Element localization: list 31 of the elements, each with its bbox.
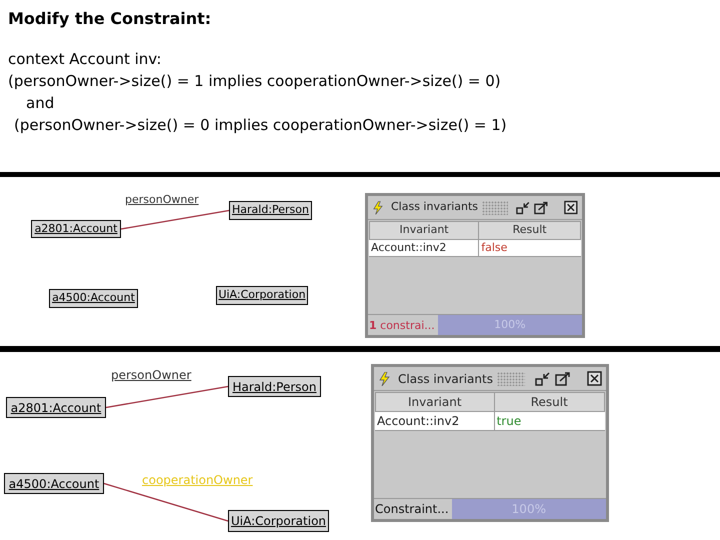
object-box: a4500:Account bbox=[4, 473, 104, 494]
object-box: UiA:Corporation bbox=[228, 510, 329, 532]
association-line bbox=[120, 210, 230, 230]
edge-label: personOwner bbox=[125, 194, 199, 205]
object-box: Harald:Person bbox=[228, 376, 321, 397]
slide-title: Modify the Constraint: bbox=[8, 8, 212, 30]
window-title: Class invariants bbox=[390, 199, 478, 216]
association-line bbox=[106, 386, 228, 408]
invariant-name: Account::inv2 bbox=[375, 412, 495, 430]
column-header: Invariant bbox=[370, 222, 480, 238]
result-value: true bbox=[496, 413, 522, 430]
invariant-name: Account::inv2 bbox=[369, 240, 480, 256]
object-box: a4500:Account bbox=[49, 289, 138, 308]
edge-label: personOwner bbox=[111, 369, 192, 381]
object-box: Harald:Person bbox=[229, 201, 312, 220]
edge-label: cooperationOwner bbox=[142, 474, 253, 486]
result-value: false bbox=[480, 240, 508, 256]
column-header: Result bbox=[530, 394, 569, 411]
status-text: Constraint... bbox=[374, 501, 450, 518]
column-header: Result bbox=[512, 222, 548, 238]
status-text: 1 constrai... bbox=[368, 318, 436, 334]
ocl-text: context Account inv: bbox=[8, 49, 162, 70]
object-box: a2801:Account bbox=[31, 220, 121, 238]
window-title: Class invariants bbox=[398, 370, 493, 388]
ocl-text: and bbox=[26, 93, 54, 114]
ocl-text: (personOwner->size() = 1 implies cooperationOwner->size() = 0) bbox=[8, 71, 501, 92]
column-header: Invariant bbox=[376, 393, 495, 411]
association-line bbox=[104, 482, 228, 522]
object-box: UiA:Corporation bbox=[216, 286, 308, 305]
object-box: a2801:Account bbox=[6, 397, 106, 418]
ocl-text: (personOwner->size() = 0 implies cooperationOwner->size() = 1) bbox=[14, 115, 507, 136]
